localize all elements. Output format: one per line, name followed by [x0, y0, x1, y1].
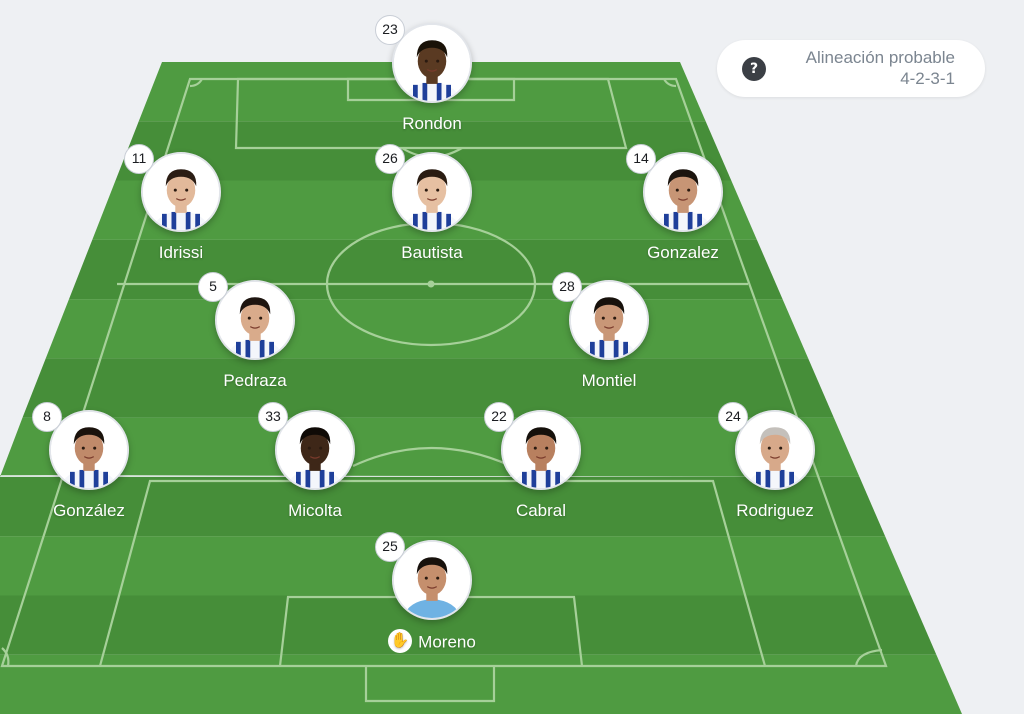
- lineup-title: Alineación probable: [805, 48, 955, 67]
- player-photo-moreno: [392, 540, 472, 620]
- goalkeeper-glove-icon: ✋: [388, 629, 413, 653]
- player-name: Rodriguez: [736, 501, 814, 520]
- player-illustration: [394, 154, 470, 230]
- player-photo-idrissi: [141, 152, 221, 232]
- player-illustration: [51, 412, 127, 488]
- player-photo-rodriguez: [735, 410, 815, 490]
- pitch-stripe: [45, 299, 809, 359]
- player-photo-pedraza: [215, 280, 295, 360]
- player-card-micolta[interactable]: 33 Micolta: [240, 402, 390, 530]
- player-photo-gonzalez-2: [49, 410, 129, 490]
- player-card-moreno[interactable]: 25 ✋Moreno: [357, 532, 507, 660]
- shirt-number: 25: [375, 532, 405, 562]
- question-mark-icon[interactable]: ?: [742, 57, 766, 81]
- pitch-stripe: [115, 121, 732, 181]
- shirt-number: 28: [552, 272, 582, 302]
- player-name: Idrissi: [158, 243, 204, 262]
- player-illustration: [394, 542, 470, 618]
- player-card-montiel[interactable]: 28 Montiel: [534, 272, 684, 400]
- player-name: Moreno: [418, 632, 476, 652]
- shirt-number: 8: [32, 402, 62, 432]
- player-card-gonzalez-1[interactable]: 14 Gonzalez: [608, 144, 758, 272]
- center-spot: [427, 280, 435, 288]
- pitch-stripe: [0, 476, 886, 537]
- shirt-number: 5: [198, 272, 228, 302]
- player-name-row: ✋Moreno: [357, 629, 507, 655]
- player-photo-bautista: [392, 152, 472, 232]
- player-photo-rondon: [392, 23, 472, 103]
- pitch-stripe: [0, 654, 962, 714]
- player-illustration: [645, 154, 721, 230]
- shirt-number: 23: [375, 15, 405, 45]
- player-card-cabral[interactable]: 22 Cabral: [466, 402, 616, 530]
- shirt-number: 33: [258, 402, 288, 432]
- shirt-number: 24: [718, 402, 748, 432]
- player-illustration: [737, 412, 813, 488]
- player-illustration: [394, 25, 470, 101]
- shirt-number: 22: [484, 402, 514, 432]
- shirt-number: 11: [124, 144, 154, 174]
- player-card-rodriguez[interactable]: 24 Rodriguez: [700, 402, 850, 530]
- pitch-stripe: [22, 358, 834, 418]
- player-photo-montiel: [569, 280, 649, 360]
- player-illustration: [217, 282, 293, 358]
- player-card-idrissi[interactable]: 11 Idrissi: [106, 144, 256, 272]
- player-photo-cabral: [501, 410, 581, 490]
- player-card-gonzalez-2[interactable]: 8 González: [14, 402, 164, 530]
- player-name: Pedraza: [223, 371, 287, 390]
- player-photo-gonzalez-1: [643, 152, 723, 232]
- player-name: González: [53, 501, 125, 520]
- formation-label: 4-2-3-1: [900, 69, 955, 88]
- player-name: Cabral: [515, 501, 567, 520]
- player-name: Micolta: [288, 501, 342, 520]
- player-name: Gonzalez: [647, 243, 719, 262]
- player-name: Bautista: [401, 243, 463, 262]
- pitch-stripe: [0, 595, 937, 655]
- player-illustration: [143, 154, 219, 230]
- player-illustration: [277, 412, 353, 488]
- player-card-rondon[interactable]: 23 Rondon: [357, 15, 507, 143]
- player-photo-micolta: [275, 410, 355, 490]
- player-card-pedraza[interactable]: 5 Pedraza: [180, 272, 330, 400]
- player-illustration: [503, 412, 579, 488]
- player-name: Montiel: [581, 371, 637, 390]
- player-name: Rondon: [402, 114, 462, 133]
- shirt-number: 26: [375, 144, 405, 174]
- shirt-number: 14: [626, 144, 656, 174]
- lineup-info-card: ? Alineación probable 4-2-3-1: [717, 40, 985, 97]
- player-illustration: [571, 282, 647, 358]
- player-card-bautista[interactable]: 26 Bautista: [357, 144, 507, 272]
